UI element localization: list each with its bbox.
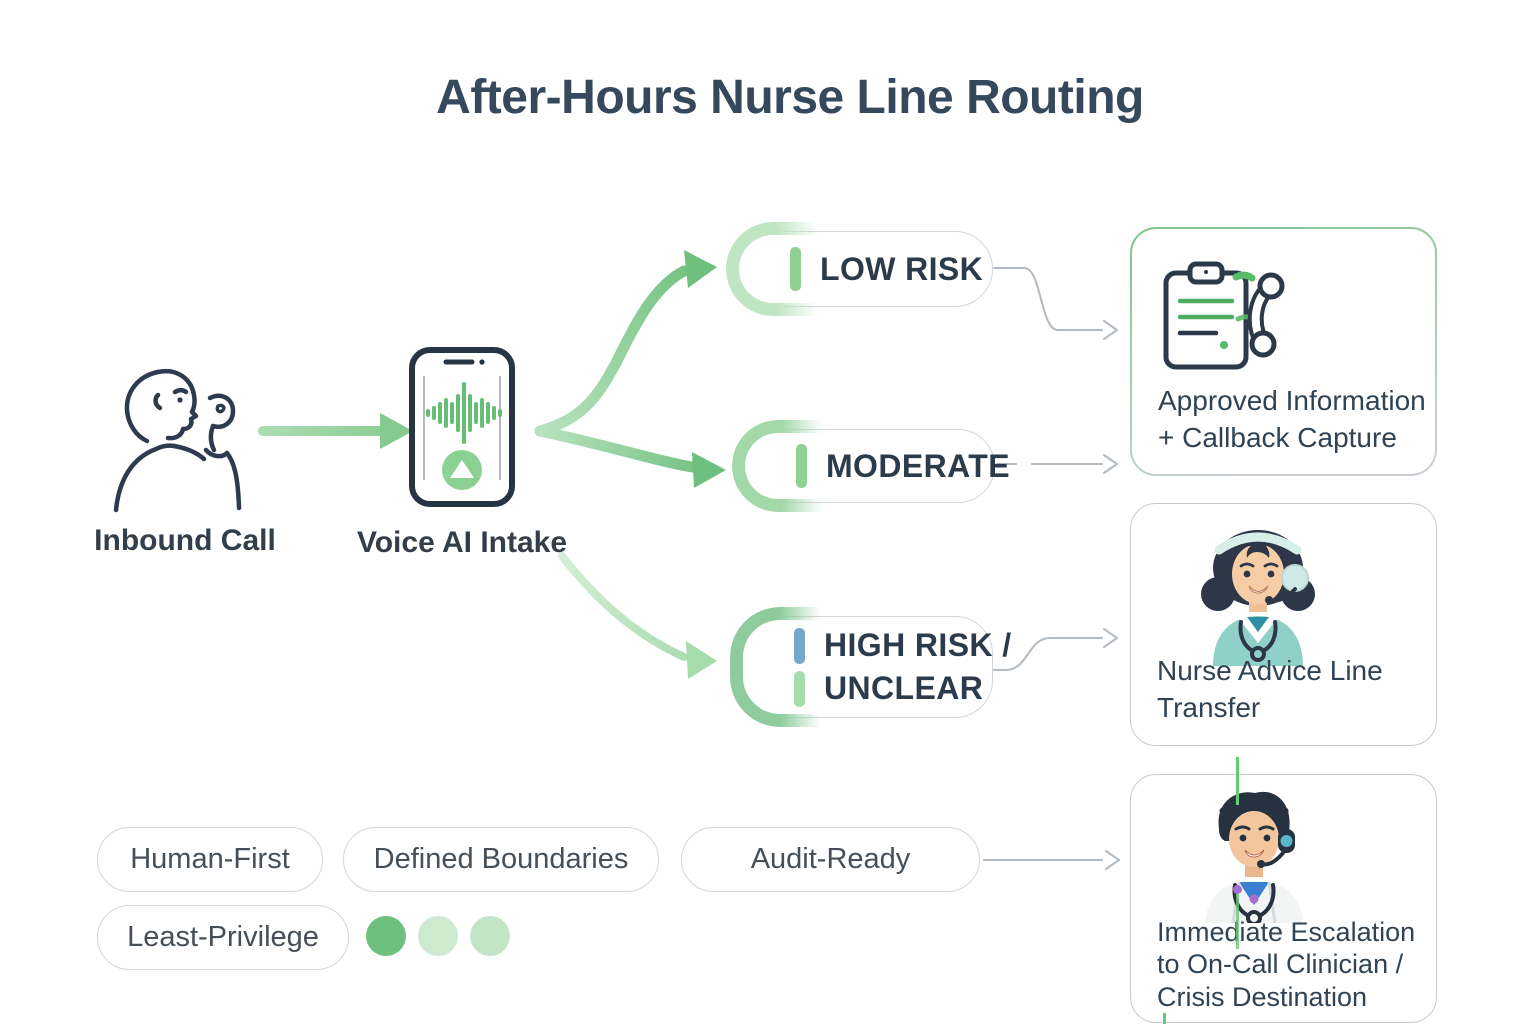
moderate-label: MODERATE: [826, 447, 1010, 484]
principle-pill-least-privilege: Least-Privilege: [97, 905, 349, 970]
green-dot-2: [418, 916, 458, 956]
low-risk-accent: [726, 222, 822, 316]
principle-pill-audit-ready: Audit-Ready: [681, 827, 980, 892]
approved-info-card: Approved Information + Callback Capture: [1130, 227, 1437, 476]
green-dot-1: [366, 916, 406, 956]
least-privilege-label: Least-Privilege: [127, 921, 319, 953]
human-first-label: Human-First: [130, 843, 290, 875]
escalation-card: Immediate Escalation to On-Call Clinicia…: [1130, 774, 1437, 1024]
low-risk-label: LOW RISK: [820, 250, 984, 287]
voice-ai-intake-label: Voice AI Intake: [356, 526, 568, 559]
inbound-to-intake-arrow: [258, 413, 413, 449]
high-risk-pill: HIGH RISK / UNCLEAR: [730, 607, 1011, 727]
low-risk-bar-icon: [790, 247, 801, 291]
page-title: After-Hours Nurse Line Routing: [436, 71, 1144, 124]
cursor-artifact: [1163, 1013, 1166, 1024]
approved-info-label: Approved Information + Callback Capture: [1158, 385, 1426, 454]
nurse-line-card: Nurse Advice Line Transfer: [1130, 503, 1437, 746]
defined-boundaries-label: Defined Boundaries: [373, 843, 629, 875]
waveform-icon: [426, 382, 502, 444]
audit-to-card-connector: [983, 850, 1120, 870]
scan-line-artifact-bottom: [1236, 889, 1239, 949]
branch-low-risk-arrow: [534, 250, 717, 437]
high-risk-label-line1: HIGH RISK /: [824, 627, 1012, 663]
moderate-bar-icon: [796, 444, 807, 488]
high-risk-to-card-connector: [993, 628, 1118, 671]
low-risk-pill: LOW RISK: [726, 222, 993, 316]
moderate-pill: MODERATE: [732, 420, 1010, 512]
moderate-accent: [732, 420, 828, 512]
principle-pill-human-first: Human-First: [97, 827, 323, 892]
low-risk-to-card-connector: [993, 267, 1118, 340]
branch-moderate-arrow: [534, 425, 726, 488]
green-dot-3: [470, 916, 510, 956]
inbound-call-label: Inbound Call: [94, 524, 276, 557]
nurse-line-label: Nurse Advice Line Transfer: [1157, 655, 1383, 724]
principle-pill-defined-boundaries: Defined Boundaries: [343, 827, 659, 892]
scan-line-artifact-top: [1236, 757, 1239, 805]
high-risk-accent: [730, 607, 826, 727]
clipboard-phone-icon: [1163, 261, 1285, 370]
moderate-to-card-connector: [996, 454, 1118, 474]
clinician-avatar: [1205, 791, 1303, 923]
voice-ai-phone-icon: [409, 347, 515, 507]
escalation-label: Immediate Escalation to On-Call Clinicia…: [1157, 916, 1437, 1024]
audit-ready-label: Audit-Ready: [750, 843, 911, 875]
branch-high-risk-arrow: [558, 552, 717, 679]
purple-dot-artifact: [1233, 885, 1242, 894]
nurse-avatar: [1201, 530, 1315, 666]
high-risk-bar-icon: [794, 627, 805, 664]
unclear-bar-icon: [794, 670, 805, 707]
caller-icon: [113, 368, 242, 513]
high-risk-label-line2: UNCLEAR: [824, 670, 984, 706]
